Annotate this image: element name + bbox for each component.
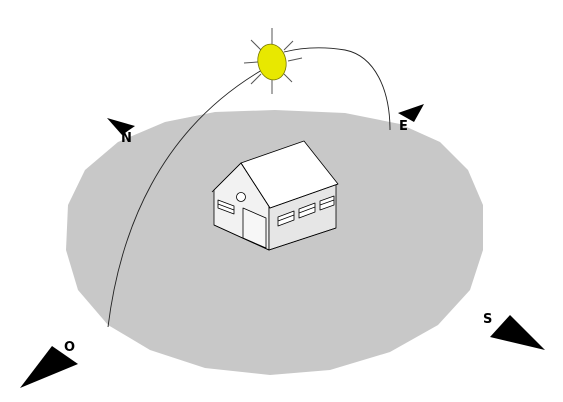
north-label: N xyxy=(121,131,132,146)
north-arrow-icon xyxy=(107,118,135,135)
south-label: S xyxy=(483,312,492,327)
house-icon xyxy=(211,140,339,251)
east-arrow-icon xyxy=(398,104,424,122)
south-arrow-icon xyxy=(490,315,545,350)
sun-path-arc xyxy=(107,47,391,328)
west-label: O xyxy=(64,340,75,355)
west-arrow-icon xyxy=(20,346,78,388)
east-label: E xyxy=(399,119,408,134)
sun-icon xyxy=(243,28,303,94)
